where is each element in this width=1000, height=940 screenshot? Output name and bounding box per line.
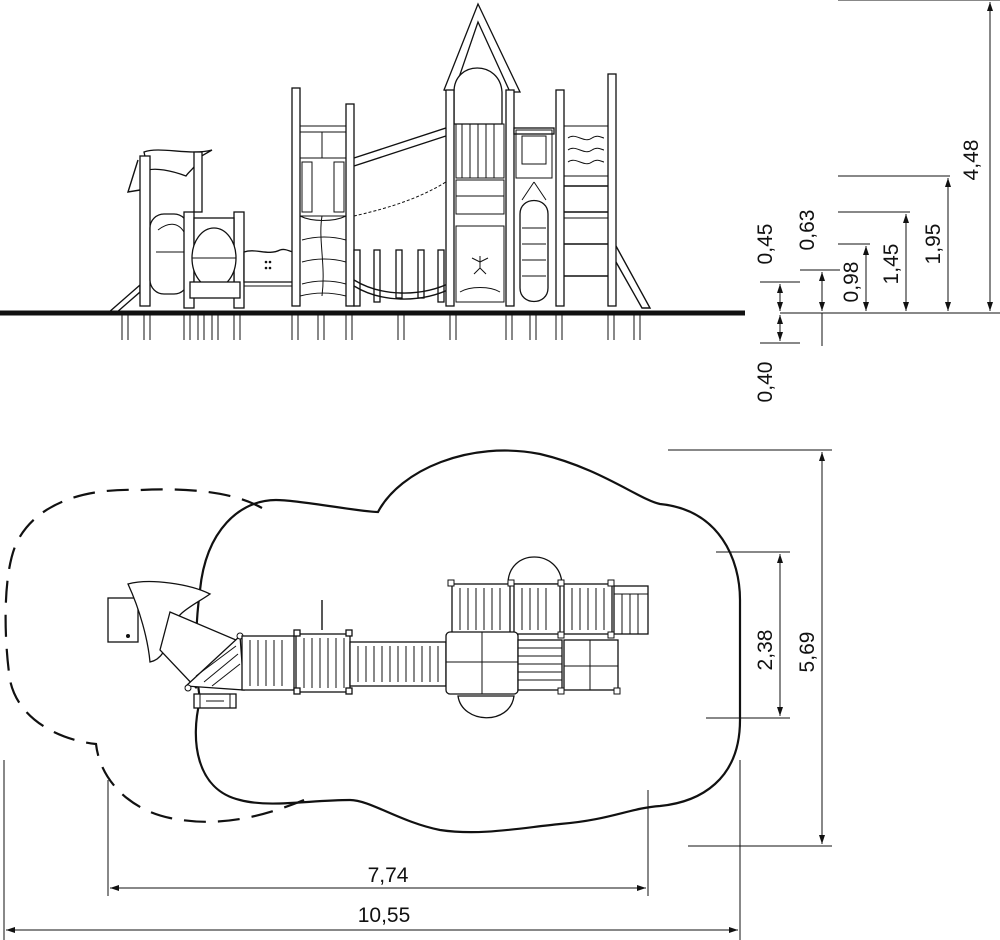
dim-foundation-depth: 0,40 (754, 362, 777, 403)
dim-height-4: 0,63 (796, 210, 819, 251)
plan-slide (107, 580, 238, 689)
dim-width-overall: 10,55 (358, 904, 411, 927)
dim-width-structure: 7,74 (368, 864, 409, 887)
climbing-tube (513, 127, 555, 303)
dim-height-2: 1,45 (880, 244, 903, 285)
wave-panel (243, 248, 295, 287)
suspension-bridge (353, 125, 453, 307)
left-slide (107, 149, 213, 314)
dashed-safety-zone (4, 488, 305, 823)
elevation-view: 4,48 1,95 1,45 0,98 0,63 0,45 0,40 (0, 0, 1000, 402)
plan-view: 5,69 2,38 7,74 10,55 (3, 449, 832, 940)
plan-walkway (241, 600, 447, 695)
cloud-safety-zone (194, 449, 742, 834)
dim-depth-overall: 5,69 (796, 632, 819, 673)
elevation-dimensions (760, 0, 1000, 346)
dim-height-5: 0,45 (754, 224, 777, 265)
elevation-dimension-labels: 4,48 1,95 1,45 0,98 0,63 0,45 0,40 (754, 140, 983, 403)
plan-main-tower (445, 556, 649, 719)
dim-depth-structure: 2,38 (754, 630, 777, 671)
plan-dimension-labels: 5,69 2,38 7,74 10,55 (358, 630, 819, 927)
spire-tower (443, 2, 522, 307)
dim-total-height: 4,48 (960, 140, 983, 181)
cube-module (183, 211, 245, 309)
tower-two (291, 87, 355, 307)
dim-height-1: 1,95 (922, 224, 945, 265)
foundation-posts (121, 313, 641, 340)
dim-height-3: 0,98 (840, 262, 863, 303)
plan-dimensions (3, 449, 832, 940)
right-tower (555, 73, 652, 309)
